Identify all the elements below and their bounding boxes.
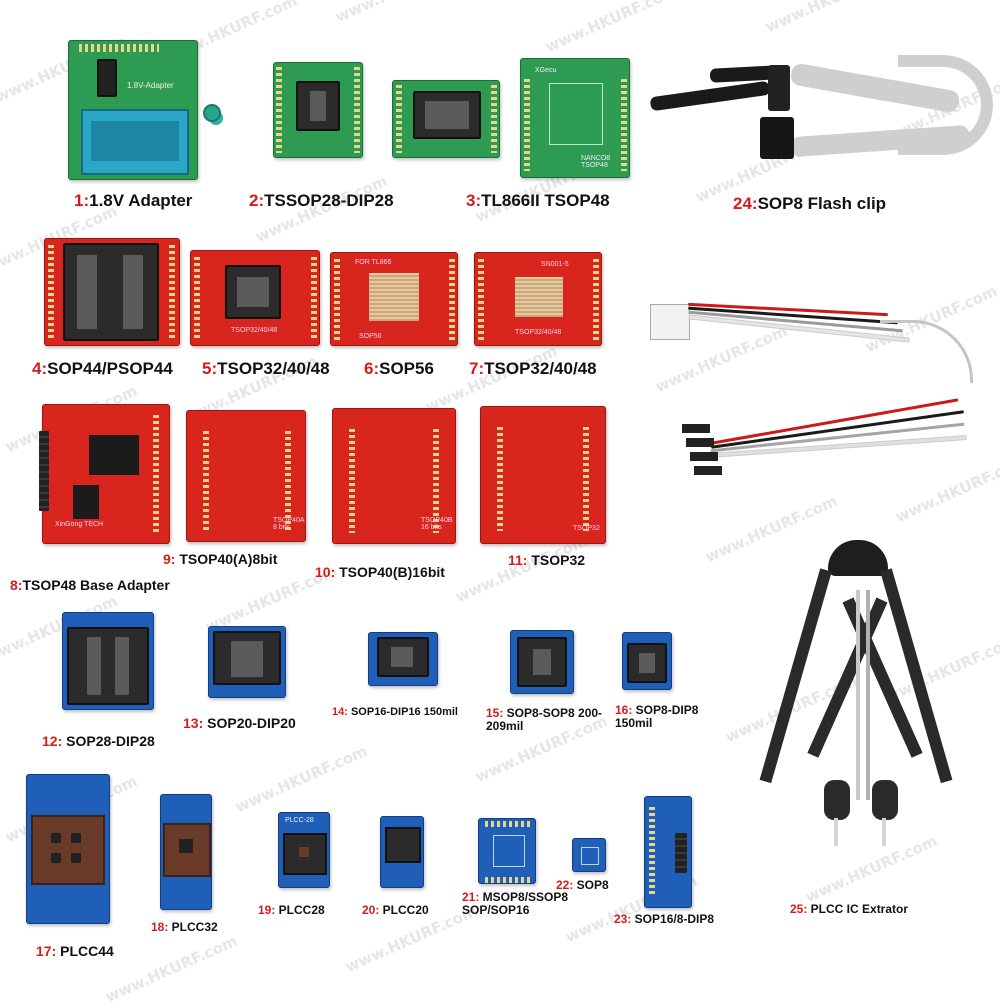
adapter-1-board: 1.8V-Adapter	[68, 40, 223, 180]
label-item-24: 24:SOP8 Flash clip	[733, 194, 887, 213]
adapter-18-board	[160, 794, 212, 910]
label-item-9: 9: TSOP40(A)8bit	[163, 551, 278, 567]
sop8-flash-clip	[640, 55, 1000, 195]
adapter-4-board	[44, 238, 180, 346]
label-item-12: 12: SOP28-DIP28	[42, 733, 155, 749]
label-item-15: 15: SOP8-SOP8 200-209mil	[486, 706, 603, 733]
adapter-16-board	[622, 632, 672, 690]
adapter-11-text: TSOP32	[573, 525, 600, 532]
adapter-9-board: TSOP40A 8 bits	[186, 410, 306, 542]
label-item-17: 17: PLCC44	[36, 943, 114, 959]
label-item-19: 19: PLCC28	[258, 903, 325, 917]
adapter-3-text: NANCO8 TSOP48	[581, 155, 611, 169]
adapter-22-board	[572, 838, 606, 872]
label-item-20: 20: PLCC20	[362, 903, 429, 917]
adapter-2-board	[273, 62, 363, 158]
adapter-6-brand: FOR TL866	[355, 259, 392, 266]
adapter-13-board	[208, 626, 286, 698]
adapter-3b-board: XGecu NANCO8 TSOP48	[520, 58, 630, 178]
label-item-5: 5:TSOP32/40/48	[202, 359, 330, 378]
adapter-3-brand: XGecu	[535, 67, 557, 74]
adapter-9-text: TSOP40A 8 bits	[273, 517, 305, 531]
zif-lever-icon	[203, 104, 221, 122]
label-item-23: 23: SOP16/8-DIP8	[614, 912, 715, 926]
plcc-ic-extractor	[759, 540, 980, 860]
adapter-23-board	[644, 796, 692, 908]
label-item-10: 10: TSOP40(B)16bit	[315, 564, 445, 580]
label-item-11: 11: TSOP32	[508, 552, 586, 568]
adapter-19-board: PLCC-28	[278, 812, 330, 888]
label-item-25: 25: PLCC IC Extrator	[790, 902, 909, 916]
adapter-6-text: SOP56	[359, 333, 382, 340]
watermark-text: www.HKURF.com	[542, 0, 681, 57]
label-item-16: 16: SOP8-DIP8 150mil	[615, 703, 699, 730]
adapter-10-text: TSOP40B 16 bits	[421, 517, 453, 531]
watermark-text: www.HKURF.com	[763, 0, 901, 36]
adapter-12-board	[62, 612, 154, 710]
label-item-7: 7:TSOP32/40/48	[469, 359, 597, 378]
adapter-7-brand: SN001-5	[541, 261, 569, 268]
adapter-5-board: TSOP32/40/48	[190, 250, 320, 346]
adapter-10-board: TSOP40B 16 bits	[332, 408, 456, 544]
adapter-14-board	[368, 632, 438, 686]
label-item-4: 4:SOP44/PSOP44	[32, 359, 173, 378]
adapter-8-text: XinGong TECH	[55, 521, 104, 528]
label-item-21: 21: MSOP8/SSOP8 SOP/SOP16	[462, 890, 569, 917]
label-item-13: 13: SOP20-DIP20	[183, 715, 296, 731]
adapter-19-text: PLCC-28	[285, 817, 314, 824]
watermark-text: www.HKURF.com	[333, 0, 471, 26]
label-item-8: 8:TSOP48 Base Adapter	[10, 577, 170, 593]
adapter-11-board: TSOP32	[480, 406, 606, 544]
watermark-text: www.HKURF.com	[232, 741, 371, 817]
label-item-18: 18: PLCC32	[151, 920, 218, 934]
adapter-8-board: XinGong TECH	[39, 404, 170, 544]
watermark-text: www.HKURF.com	[102, 931, 241, 1006]
adapter-15-board	[510, 630, 574, 694]
adapter-20-board	[380, 816, 424, 888]
label-item-3: 3:TL866II TSOP48	[466, 191, 610, 210]
adapter-5-text: TSOP32/40/48	[231, 327, 278, 334]
label-item-1: 1:1.8V Adapter	[74, 191, 193, 210]
adapter-3a-board	[392, 80, 500, 158]
adapter-6-board: FOR TL866 SOP56	[330, 252, 458, 346]
adapter-17-board	[26, 774, 110, 924]
label-item-14: 14: SOP16-DIP16 150mil	[332, 706, 458, 718]
label-item-6: 6:SOP56	[364, 359, 434, 378]
wire-harness	[650, 290, 990, 490]
label-item-2: 2:TSSOP28-DIP28	[249, 191, 394, 210]
label-item-22: 22: SOP8	[556, 878, 609, 892]
adapter-1-text: 1.8V-Adapter	[127, 81, 174, 90]
adapter-7-board: SN001-5 TSOP32/40/48	[474, 252, 602, 346]
adapter-21-board	[478, 818, 536, 884]
adapter-7-text: TSOP32/40/48	[515, 329, 562, 336]
